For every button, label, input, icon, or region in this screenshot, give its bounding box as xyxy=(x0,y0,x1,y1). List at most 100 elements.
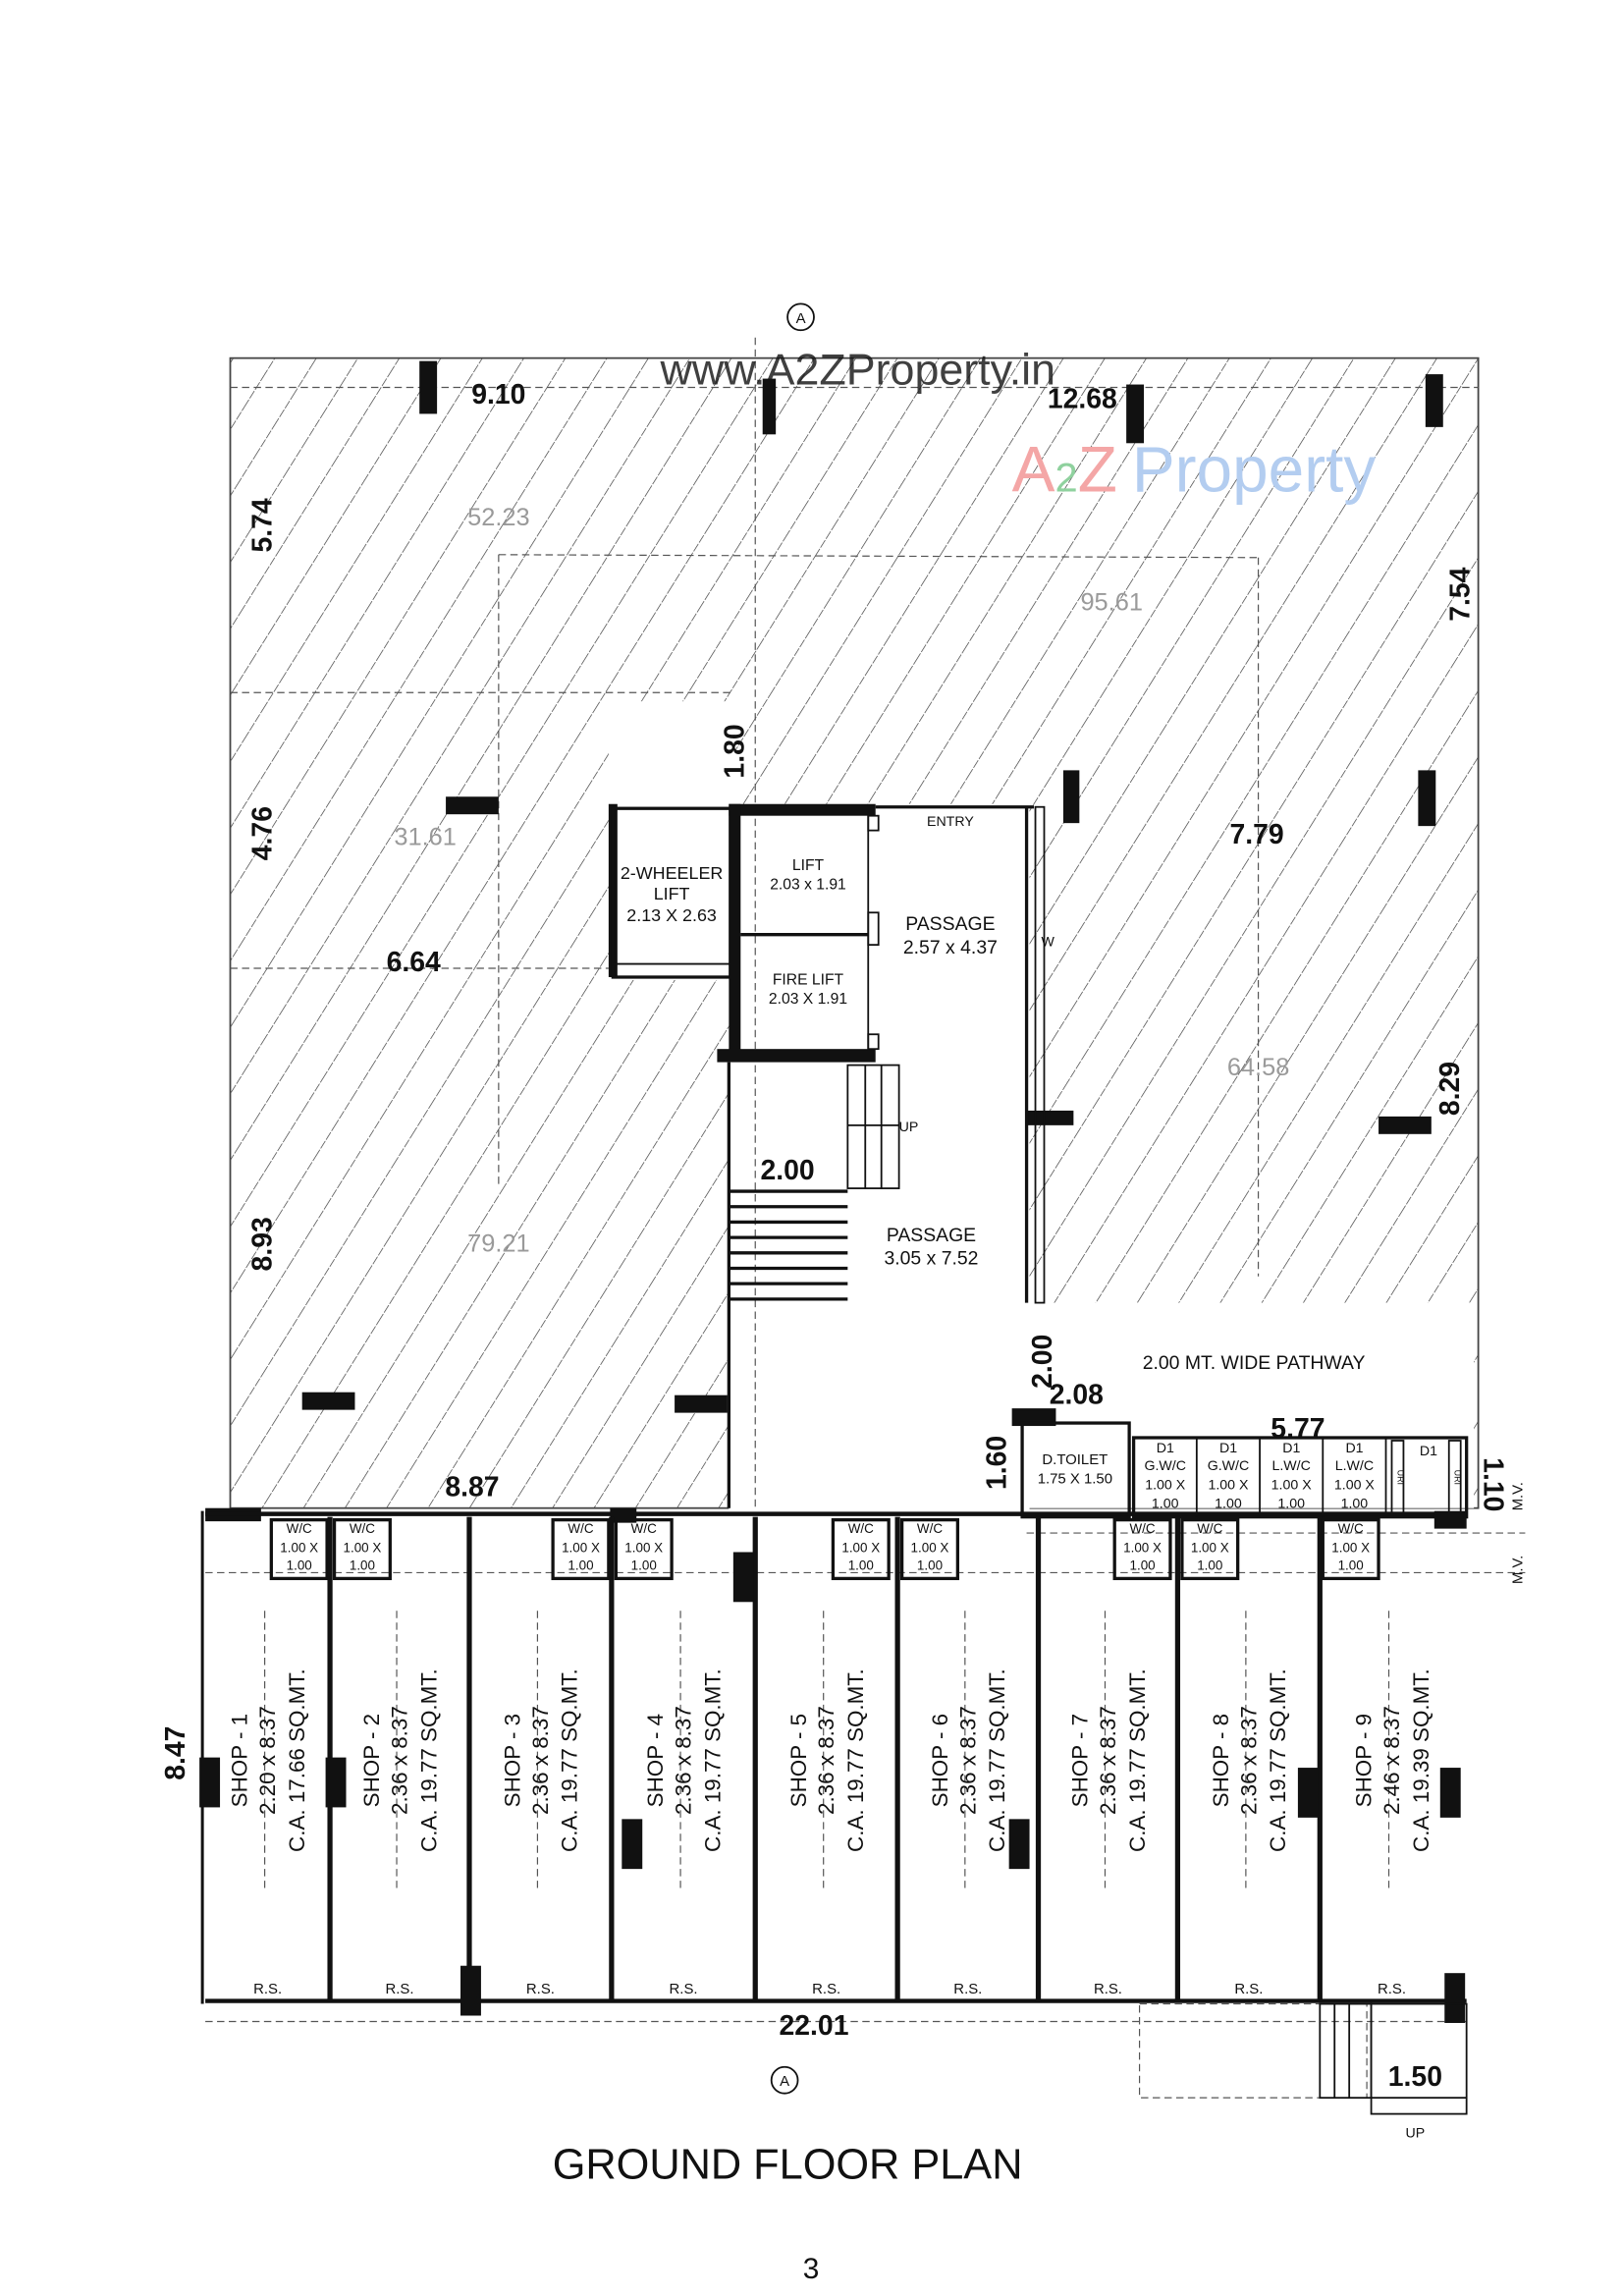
lift-dims: 2.03 x 1.91 xyxy=(770,876,846,893)
toilet-block: D.TOILET 1.75 X 1.50 D1G.W/C 1.00 X 1.00 D1… xyxy=(1011,1408,1526,1584)
shop-name: SHOP - 9 xyxy=(1352,1714,1377,1807)
column xyxy=(325,1757,347,1808)
shop-wc-dims: 1.00 X xyxy=(1123,1541,1162,1556)
area-label: 79.21 xyxy=(467,1230,530,1257)
shop-carpet-area: C.A. 19.77 SQ.MT. xyxy=(416,1668,441,1852)
rolling-shutter-label: R.S. xyxy=(670,1981,698,1997)
toilet-name: L.W/C xyxy=(1335,1458,1374,1474)
shop-carpet-area: C.A. 17.66 SQ.MT. xyxy=(285,1668,309,1852)
door-label: D1 xyxy=(1345,1441,1363,1456)
column xyxy=(1379,1116,1432,1134)
mv-label: M.V. xyxy=(1509,1556,1526,1584)
shop-name: SHOP - 5 xyxy=(786,1714,811,1807)
toilet-dims: 1.00 X xyxy=(1145,1477,1186,1493)
dim-left-upper: 5.74 xyxy=(246,498,278,552)
column xyxy=(460,1965,481,2016)
entry-label: ENTRY xyxy=(927,814,974,830)
logo-2: 2 xyxy=(1054,455,1077,501)
shop-dims: 2.36 x 8.37 xyxy=(387,1706,411,1815)
shop-wc-label: W/C xyxy=(631,1521,657,1536)
columns xyxy=(301,360,1443,1413)
rolling-shutter-label: R.S. xyxy=(1094,1981,1122,1997)
door-label: D1 xyxy=(1420,1444,1437,1459)
shop-wc-box xyxy=(831,1518,891,1581)
toilet-name: L.W/C xyxy=(1271,1458,1310,1474)
shop-dims: 2.36 x 8.37 xyxy=(814,1706,838,1815)
shop-wc-label: W/C xyxy=(568,1521,593,1536)
fire-lift-dims: 2.03 X 1.91 xyxy=(769,991,847,1008)
toilet-dims: 1.00 X xyxy=(1271,1477,1313,1493)
column xyxy=(1425,374,1443,427)
column xyxy=(675,1394,728,1413)
passage-1-dims: 2.57 x 4.37 xyxy=(903,937,998,958)
shop-carpet-area: C.A. 19.77 SQ.MT. xyxy=(843,1668,868,1852)
shop-wc-label: W/C xyxy=(1338,1521,1364,1536)
shop-name: SHOP - 2 xyxy=(359,1714,384,1807)
column xyxy=(732,1552,754,1603)
shop-name: SHOP - 1 xyxy=(228,1714,252,1807)
shop-wc-label: W/C xyxy=(917,1521,943,1536)
dim-toilet-row: 5.77 xyxy=(1271,1413,1325,1445)
dim-toilet-row-depth: 1.10 xyxy=(1478,1457,1509,1511)
shop-wc-dims: 1.00 xyxy=(917,1558,943,1572)
passage-1-label: PASSAGE xyxy=(905,913,995,935)
area-label: 95.61 xyxy=(1080,589,1143,617)
toilet-name: G.W/C xyxy=(1208,1458,1250,1474)
shop-wc-label: W/C xyxy=(1130,1521,1156,1536)
shop-wc-box xyxy=(899,1518,960,1581)
column xyxy=(199,1757,221,1808)
shop-dims: 2.36 x 8.37 xyxy=(528,1706,553,1815)
toilet-dims: 1.00 xyxy=(1277,1497,1305,1512)
dim-right-upper: 7.54 xyxy=(1445,567,1477,621)
shop-wc-dims: 1.00 xyxy=(631,1558,657,1572)
area-labels: 52.23 95.61 31.61 64.58 79.21 xyxy=(394,504,1289,1257)
d-toilet-label: D.TOILET xyxy=(1042,1451,1108,1468)
core: UP W 2-WHEELER LIFT 2.13 X 2.63 LIFT 2.0… xyxy=(608,803,1366,1508)
shop-wc-dims: 1.00 X xyxy=(841,1541,880,1556)
page-title: GROUND FLOOR PLAN xyxy=(553,2141,1023,2188)
shop-wc-dims: 1.00 X xyxy=(280,1541,318,1556)
dim-left-mid: 4.76 xyxy=(246,806,278,860)
shop-wc-dims: 1.00 X xyxy=(1331,1541,1370,1556)
two-wheeler-lift-dims: 2.13 X 2.63 xyxy=(626,905,717,925)
shop-wc-dims: 1.00 X xyxy=(624,1541,663,1556)
rolling-shutter-label: R.S. xyxy=(953,1981,982,1997)
dimension-labels: 9.10 12.68 5.74 7.54 1.80 4.76 7.79 6.64… xyxy=(160,379,1508,2093)
dim-stair-bottom: 1.50 xyxy=(1388,2061,1442,2093)
shop-wc-dims: 1.00 xyxy=(568,1558,593,1572)
shop-wc-dims: 1.00 xyxy=(1129,1558,1155,1572)
shop-wc-box xyxy=(1112,1518,1172,1581)
section-marker-label: A xyxy=(796,310,806,327)
door-label: D1 xyxy=(1219,1441,1237,1456)
area-label: 64.58 xyxy=(1227,1054,1290,1081)
shop-wc-dims: 1.00 xyxy=(287,1558,312,1572)
stair-up-label: UP xyxy=(899,1120,919,1135)
d-toilet-dims: 1.75 X 1.50 xyxy=(1038,1470,1112,1487)
shop-wc-label: W/C xyxy=(1197,1521,1222,1536)
two-wheeler-lift-label: 2-WHEELER xyxy=(621,863,724,883)
section-marker-bottom: A xyxy=(770,2065,799,2095)
column xyxy=(1126,384,1145,444)
column xyxy=(301,1392,355,1410)
bottom-stair-up-label: UP xyxy=(1406,2125,1426,2141)
column xyxy=(622,1819,643,1870)
shop-dims: 2.46 x 8.37 xyxy=(1379,1706,1404,1815)
lift-label: LIFT xyxy=(792,857,825,874)
column xyxy=(419,360,438,414)
column xyxy=(1439,1768,1461,1818)
section-marker-top: A xyxy=(786,302,815,332)
two-wheeler-lift-label-2: LIFT xyxy=(654,884,690,903)
shop-carpet-area: C.A. 19.77 SQ.MT. xyxy=(1266,1668,1290,1852)
shop-name: SHOP - 6 xyxy=(928,1714,952,1807)
shop-carpet-area: C.A. 19.77 SQ.MT. xyxy=(558,1668,582,1852)
shop-wc-box xyxy=(1321,1518,1380,1581)
toilet-dims: 1.00 xyxy=(1215,1497,1242,1512)
shop-wc-dims: 1.00 X xyxy=(911,1541,949,1556)
shop-wc-dims: 1.00 xyxy=(350,1558,375,1572)
staircase xyxy=(729,1064,900,1301)
passage-2-label: PASSAGE xyxy=(887,1225,976,1246)
column xyxy=(446,796,499,815)
